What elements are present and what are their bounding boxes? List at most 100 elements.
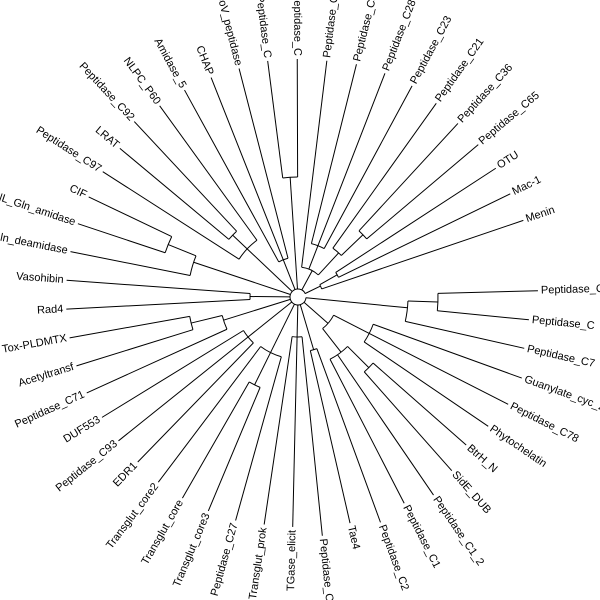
internal-arc (260, 346, 282, 358)
internal-arc (221, 315, 228, 330)
leaf-branch (329, 359, 405, 504)
leaf-label: Peptidase_C27 (209, 522, 241, 598)
leaf-label: Rad4 (37, 303, 64, 316)
internal-arc (248, 381, 261, 388)
leaf-branch (102, 171, 240, 260)
internal-branch (308, 245, 319, 270)
leaf-label: Peptidase_C71 (13, 389, 86, 431)
internal-arc (404, 300, 409, 322)
internal-branch (223, 298, 291, 321)
leaf-branch (66, 299, 251, 310)
leaf-branch (118, 336, 249, 442)
leaf-label: Peptidase_C2 (376, 523, 411, 592)
internal-arc (243, 330, 254, 344)
internal-branch (282, 259, 296, 290)
leaf-branch (332, 102, 437, 249)
leaf-label: Peptidase_C23 (408, 14, 454, 86)
leaf-branch (133, 121, 237, 232)
leaf-label: Mac-1 (510, 174, 543, 198)
leaf-branch (76, 329, 194, 367)
internal-branch (347, 346, 370, 368)
leaf-label: Vasohibin (16, 271, 64, 286)
internal-branch (407, 300, 438, 303)
leaf-label: Peptidase_C1 (400, 503, 442, 570)
internal-arc (436, 293, 439, 311)
internal-branch (305, 297, 408, 309)
leaf-branch (323, 85, 413, 249)
leaf-branch (301, 336, 323, 536)
leaf-label: Peptidase_C7 (526, 343, 596, 370)
leaf-label: SidE_DUB (449, 469, 493, 516)
leaf-label: Peptidase_C32 (351, 0, 381, 63)
leaf-branch (363, 371, 453, 472)
leaf-branch (316, 348, 381, 523)
leaf-label: Peptidase_C (253, 0, 273, 59)
leaf-branch (366, 144, 479, 240)
leaf-branch (437, 310, 529, 321)
leaf-branch (337, 354, 434, 496)
leaf-branch (373, 323, 522, 379)
leaf-label: DUF553 (61, 414, 102, 446)
leaf-label: Peptidase_C28 (380, 0, 418, 73)
internal-arc (310, 348, 318, 352)
leaf-label: Transglut_core3 (171, 511, 213, 589)
internal-arc (301, 266, 319, 276)
leaf-label: Peptidase_C3 (321, 0, 341, 58)
internal-branch (303, 301, 329, 324)
internal-branch (247, 301, 293, 338)
internal-arc (322, 314, 335, 329)
leaf-label: Peptidase_C (531, 314, 595, 332)
leaf-branch (238, 68, 289, 259)
internal-branch (333, 314, 370, 334)
internal-branch (304, 285, 321, 294)
leaf-branch (210, 77, 284, 260)
leaf-branch (88, 196, 172, 238)
leaf-branch (369, 332, 509, 405)
leaf-branch (69, 315, 190, 339)
leaf-branch (207, 387, 261, 512)
tree-branches (66, 58, 538, 536)
internal-branch (296, 304, 299, 338)
leaf-label: Tox-PLDMTX (1, 332, 68, 355)
leaf-label: Transglut_prok (247, 526, 270, 600)
leaf-branch (292, 336, 298, 527)
leaf-branch (181, 381, 250, 499)
leaf-branch (358, 123, 459, 232)
leaf-label: Peptidase_C (291, 0, 303, 56)
leaf-label: BtrH_N (465, 442, 500, 475)
internal-arc (189, 255, 197, 276)
internal-branch (254, 352, 271, 386)
leaf-branch (101, 330, 244, 418)
internal-branch (319, 274, 338, 286)
internal-arc (164, 236, 173, 253)
internal-arc (278, 257, 289, 263)
internal-branch (168, 244, 197, 257)
leaf-branch (77, 223, 166, 254)
leaf-branch (338, 193, 511, 278)
leaf-branch (70, 251, 191, 276)
leaf-label: CoV_peptidase (214, 0, 244, 67)
internal-branch (246, 248, 293, 292)
leaf-label: Peptidase_C78 (508, 400, 580, 445)
leaf-label: Tae4 (345, 525, 362, 551)
leaf-branch (372, 362, 467, 446)
leaf-label: Transglut_core (139, 498, 186, 567)
leaf-label: Gln_deamidase (0, 230, 69, 257)
leaf-branch (137, 342, 254, 463)
internal-branch (340, 234, 364, 256)
internal-branch (322, 328, 342, 353)
leaf-label: LRAT (93, 124, 122, 151)
leaf-branch (119, 147, 230, 240)
leaf-branch (301, 60, 328, 268)
leaf-label: OTU (495, 149, 521, 172)
leaf-label: Acetyltransf (17, 361, 76, 390)
leaf-branch (263, 336, 293, 525)
leaf-label: Guanylate_cyc_2 (523, 373, 600, 413)
internal-branch (301, 270, 313, 291)
leaf-label: Peptidase_C93 (54, 438, 120, 494)
leaf-branch (321, 219, 524, 290)
internal-branch (317, 252, 340, 276)
leaf-branch (267, 60, 284, 179)
